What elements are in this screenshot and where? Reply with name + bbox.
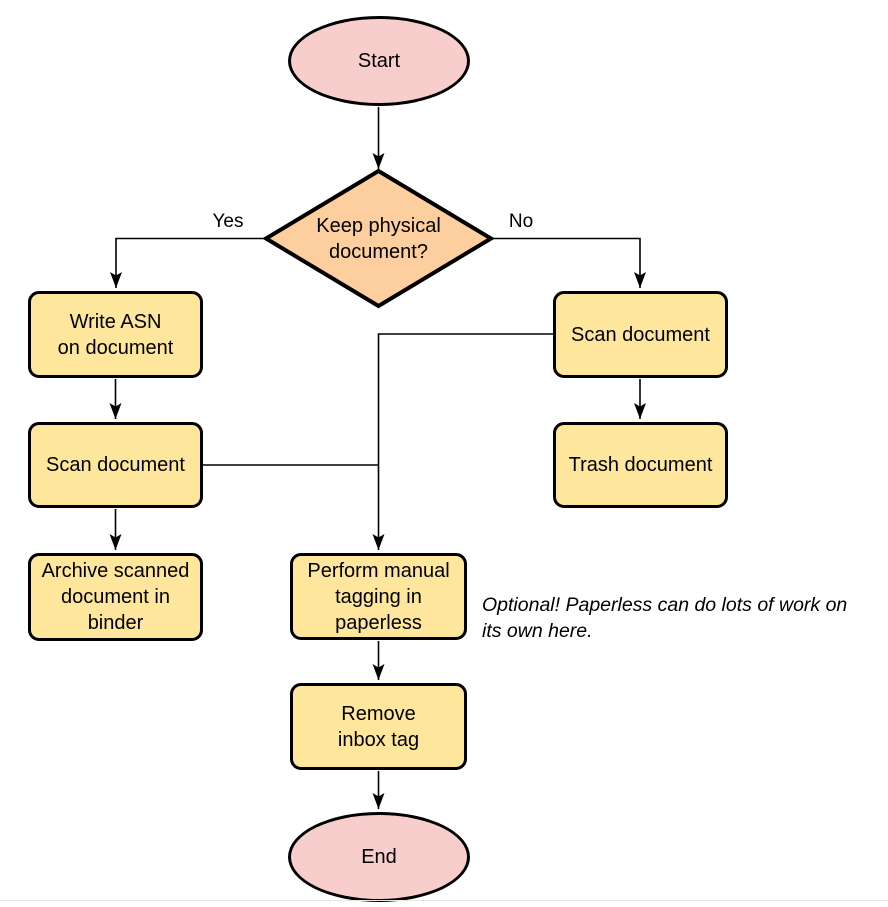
edge-decision-no-to-scan-right <box>490 237 646 288</box>
decision-label-line: document? <box>329 241 428 263</box>
edge-label-no: No <box>508 211 534 232</box>
node-label-line: document in <box>61 586 170 608</box>
annotation-line: Optional! Paperless can do lots of work … <box>482 594 848 616</box>
node-label-line: Scan document <box>46 454 185 476</box>
process-node-archive-in-binder: Archive scanned document in binder <box>28 553 203 641</box>
edge-scan-right-to-tagging <box>372 333 553 550</box>
node-label-line: on document <box>57 336 174 359</box>
node-label-line: paperless <box>335 611 422 634</box>
node-label-line: inbox tag <box>337 728 420 751</box>
start-node-label: Start <box>357 50 401 72</box>
edge-label-yes: Yes <box>212 211 244 232</box>
edge-decision-yes-to-write-asn <box>110 237 266 288</box>
annotation-optional-note: Optional! Paperless can do lots of work … <box>482 592 847 644</box>
process-node-scan-document-left: Scan document <box>28 422 203 508</box>
process-node-manual-tagging: Perform manual tagging in paperless <box>290 553 467 640</box>
decision-diamond-shape <box>262 168 495 309</box>
decision-label-line: Keep physical <box>316 215 441 237</box>
node-label-line: Remove <box>341 702 416 725</box>
end-node-label: End <box>361 846 397 868</box>
node-label-line: binder <box>87 612 144 634</box>
node-label-line: Archive scanned <box>41 560 190 582</box>
node-label-line: Write ASN <box>69 310 162 333</box>
node-label-line: Perform manual <box>307 559 450 582</box>
page-bottom-divider <box>0 900 888 901</box>
process-node-scan-document-right: Scan document <box>553 291 728 378</box>
annotation-line: its own here. <box>482 620 593 642</box>
node-label-line: Trash document <box>568 454 713 476</box>
process-node-write-asn: Write ASN on document <box>28 291 203 378</box>
process-node-trash-document: Trash document <box>553 422 728 508</box>
end-node: End <box>288 812 470 902</box>
node-label-line: Scan document <box>571 323 710 346</box>
start-node: Start <box>288 16 470 106</box>
decision-node-label: Keep physical document? <box>284 211 473 267</box>
process-node-remove-inbox-tag: Remove inbox tag <box>290 683 467 770</box>
node-label-line: tagging in <box>335 585 422 608</box>
